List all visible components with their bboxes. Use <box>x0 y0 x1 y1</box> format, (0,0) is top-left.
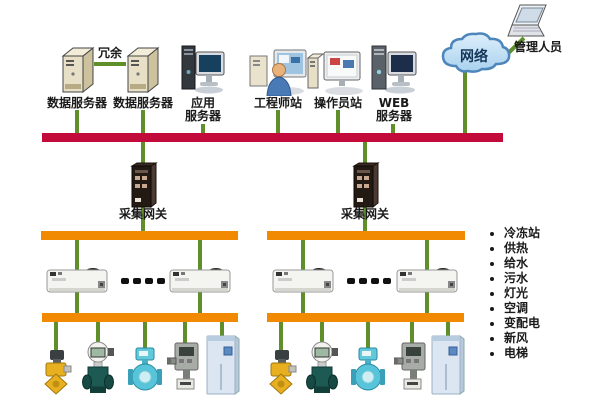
manager-label: 管理人员 <box>513 40 562 54</box>
web-server-icon <box>370 42 418 96</box>
gateway-left-label: 采集网关 <box>118 207 167 221</box>
gateway-right-label: 采集网关 <box>340 207 389 221</box>
dosing-pump-icon <box>265 349 297 395</box>
control-cabinet-icon <box>205 334 241 396</box>
network-cloud-icon: 网络 <box>436 30 512 76</box>
web-server-label: WEB 服务器 <box>375 96 412 123</box>
magnetic-flowmeter-icon <box>128 347 162 395</box>
subsystem-item: 灯光 <box>504 286 600 301</box>
field-bus-lower-right <box>267 313 464 322</box>
transmitter-icon <box>394 340 430 394</box>
subsystem-item: 空调 <box>504 301 600 316</box>
magnetic-flowmeter-icon <box>351 347 385 395</box>
subsystem-item: 冷冻站 <box>504 226 600 241</box>
laptop-icon <box>506 4 550 44</box>
field-bus-upper-left <box>41 231 238 240</box>
engineer-station-icon <box>248 48 308 96</box>
flow-meter-display-icon <box>80 341 116 395</box>
gateway-right-icon <box>351 162 381 209</box>
controller-icon <box>396 266 458 296</box>
network-label: 网络 <box>460 49 488 65</box>
subsystem-item: 污水 <box>504 271 600 286</box>
transmitter-icon <box>167 340 203 394</box>
operator-station-icon <box>306 50 368 96</box>
data-server-1-icon <box>57 46 97 94</box>
controller-icon <box>169 266 231 296</box>
more-controllers-ellipsis <box>121 278 165 284</box>
application-server-icon <box>180 42 226 96</box>
subsystem-item: 新风 <box>504 331 600 346</box>
subsystem-list: 冷冻站 供热 给水 污水 灯光 空调 变配电 新风 电梯 <box>486 226 600 361</box>
controller-icon <box>46 266 108 296</box>
field-bus-lower-left <box>42 313 238 322</box>
dosing-pump-icon <box>40 349 72 395</box>
backbone-bus <box>42 133 503 142</box>
gateway-left-icon <box>129 162 159 209</box>
app-server-label: 应用 服务器 <box>184 96 221 123</box>
subsystem-item: 变配电 <box>504 316 600 331</box>
data-server-1-label: 数据服务器 <box>46 96 107 110</box>
engineer-station-label: 工程师站 <box>253 96 302 110</box>
data-server-2-icon <box>122 46 162 94</box>
controller-icon <box>272 266 334 296</box>
operator-station-label: 操作员站 <box>313 96 362 110</box>
control-cabinet-icon <box>430 334 466 396</box>
subsystem-item: 供热 <box>504 241 600 256</box>
redundancy-label: 冗余 <box>97 46 122 60</box>
more-controllers-ellipsis <box>347 278 391 284</box>
data-server-2-label: 数据服务器 <box>112 96 173 110</box>
field-bus-upper-right <box>267 231 465 240</box>
subsystem-item: 电梯 <box>504 346 600 361</box>
subsystem-item: 给水 <box>504 256 600 271</box>
flow-meter-display-icon <box>304 341 340 395</box>
